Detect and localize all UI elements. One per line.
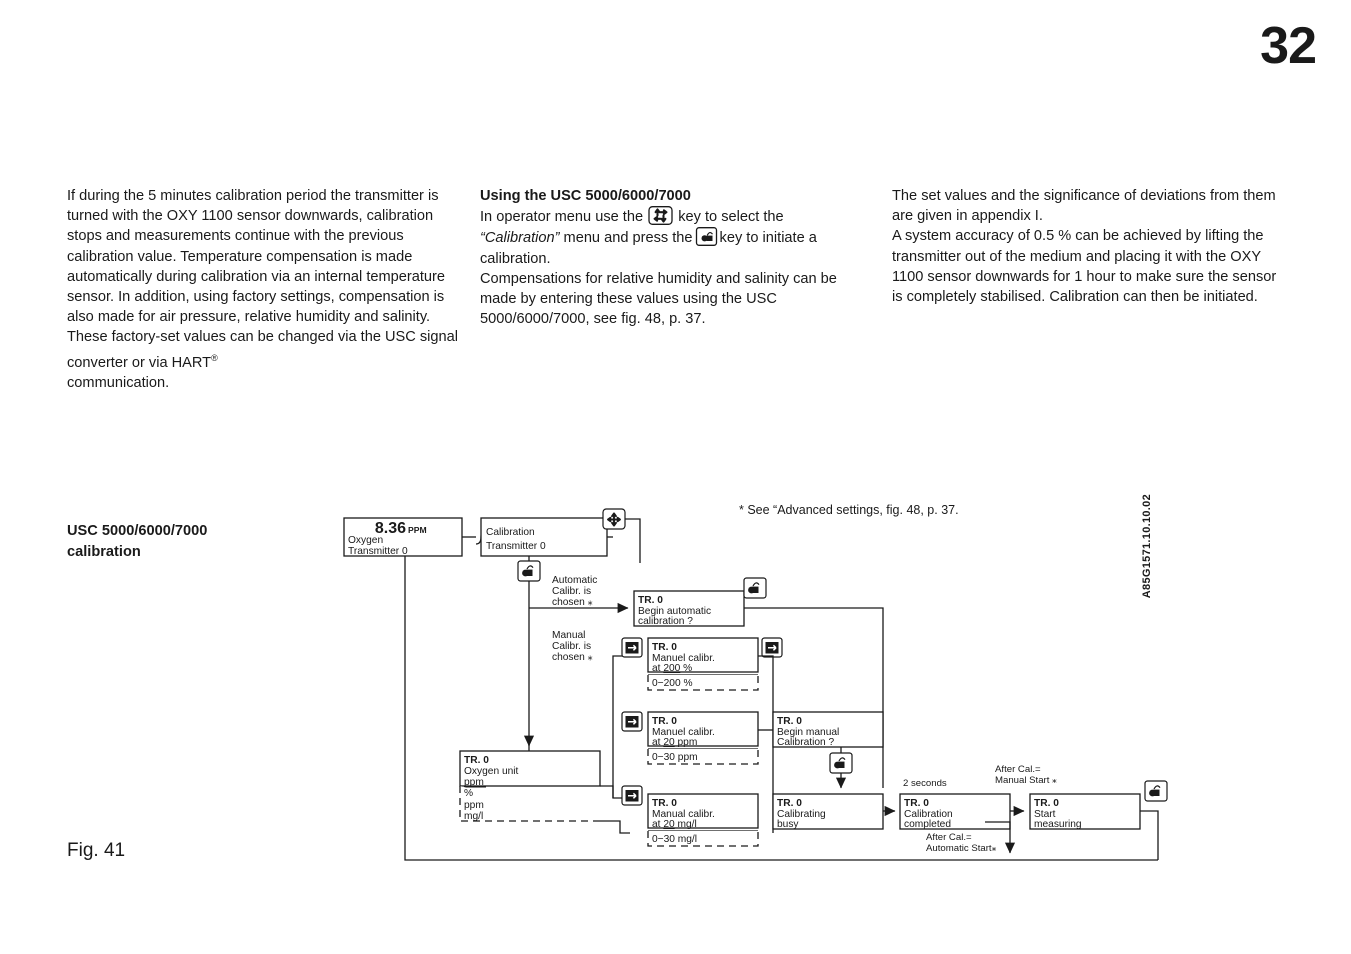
after-cal-auto-1: After Cal.= [926, 832, 972, 843]
calibrating-line-2: busy [777, 819, 799, 830]
col2-heading: Using the USC 5000/6000/7000 [480, 188, 691, 204]
manual-20ppm-line-2: at 20 ppm [652, 737, 697, 748]
right-arrow-key-icon-1 [621, 637, 643, 658]
text-column-1: If during the 5 minutes calibration peri… [67, 186, 467, 393]
branch-auto-label-3: chosen ⁎ [552, 597, 593, 608]
branch-manual-label-3: chosen ⁎ [552, 652, 593, 663]
right-arrow-key-icon-3 [621, 711, 643, 732]
text-column-2: Using the USC 5000/6000/7000 In operator… [480, 186, 872, 329]
col1-paragraph-end: communication. [67, 374, 170, 391]
col2-instruction-line-2: “Calibration” menu and press the key to … [480, 227, 872, 248]
enter-key-icon-diagram-4 [1144, 780, 1168, 802]
begin-auto-line-1: Begin automatic [638, 606, 711, 617]
col2-instruction-line-3: calibration. [480, 250, 551, 267]
manual-20ppm-range: 0−30 ppm [652, 752, 698, 763]
figure-side-label-line-1: USC 5000/6000/7000 [67, 523, 208, 539]
manual-200-title: TR. 0 [652, 642, 677, 653]
oxygen-unit-option-1: % [464, 788, 473, 799]
calibration-display-line-1: Calibration [486, 527, 535, 538]
two-seconds-label: 2 seconds [903, 778, 947, 789]
begin-auto-line-2: calibration ? [638, 616, 693, 627]
completed-line-2: completed [904, 819, 951, 830]
col2-calibration-menu-name: “Calibration” [480, 230, 560, 247]
enter-key-icon-diagram-2 [743, 577, 767, 599]
manual-20mgl-range: 0−30 mg/l [652, 834, 697, 845]
begin-manual-line-1: Begin manual [777, 727, 839, 738]
after-cal-auto-2: Automatic Start⁎ [926, 843, 997, 854]
figure-side-label-line-2: calibration [67, 543, 141, 560]
enter-key-icon-diagram-3 [829, 752, 853, 774]
calibration-flow-diagram: 8.36 PPM Oxygen Transmitter 0 Calibratio… [330, 498, 1210, 878]
measure-value: 8.36 [375, 520, 406, 537]
oxygen-unit-title: TR. 0 [464, 755, 489, 766]
start-measuring-line-1: Start [1034, 809, 1056, 820]
registered-mark: ® [211, 352, 218, 363]
measure-line-2: Oxygen [348, 535, 383, 546]
page-number: 32 [1260, 17, 1317, 75]
branch-auto-label-2: Calibr. is [552, 586, 591, 597]
calibrating-line-1: Calibrating [777, 809, 826, 820]
four-arrow-navigation-key-icon [648, 206, 673, 226]
after-cal-manual-2: Manual Start ⁎ [995, 775, 1057, 786]
begin-manual-title: TR. 0 [777, 716, 802, 727]
oxygen-unit-option-2: ppm [464, 800, 484, 811]
branch-manual-label-1: Manual [552, 630, 585, 641]
manual-20ppm-line-1: Manuel calibr. [652, 727, 715, 738]
oxygen-unit-selected: ppm [464, 777, 484, 788]
begin-manual-line-2: Calibration ? [777, 737, 835, 748]
col2-line2-b: menu and press the [563, 230, 693, 247]
text-column-3: The set values and the significance of d… [892, 186, 1282, 307]
measure-unit: PPM [408, 525, 427, 535]
oxygen-unit-line-1: Oxygen unit [464, 766, 519, 777]
right-arrow-key-icon-4 [621, 785, 643, 806]
manual-20mgl-title: TR. 0 [652, 798, 677, 809]
col2-paragraph-2: Compensations for relative humidity and … [480, 270, 837, 328]
figure-caption: Fig. 41 [67, 840, 126, 861]
oxygen-unit-option-3: mg/l [464, 811, 483, 822]
col3-paragraph-1: The set values and the significance of d… [892, 188, 1276, 225]
manual-200-range: 0−200 % [652, 678, 693, 689]
branch-manual-label-2: Calibr. is [552, 641, 591, 652]
after-cal-manual-1: After Cal.= [995, 764, 1041, 775]
col2-line1-b: key to select the [678, 209, 784, 226]
measure-line-3: Transmitter 0 [348, 546, 408, 557]
completed-line-1: Calibration [904, 809, 953, 820]
right-arrow-key-icon-2 [761, 637, 783, 658]
calibrating-title: TR. 0 [777, 798, 802, 809]
manual-200-line-2: at 200 % [652, 663, 692, 674]
manual-20ppm-title: TR. 0 [652, 716, 677, 727]
col2-line1-a: In operator menu use the [480, 209, 644, 226]
enter-ok-key-icon [694, 227, 719, 247]
col2-instruction-line-1: In operator menu use the key to select t… [480, 206, 872, 227]
col1-paragraph-text: If during the 5 minutes calibration peri… [67, 188, 459, 371]
col3-paragraph-2: A system accuracy of 0.5 % can be achiev… [892, 228, 1277, 306]
start-measuring-line-2: measuring [1034, 819, 1082, 830]
manual-20mgl-line-1: Manual calibr. [652, 809, 715, 820]
enter-key-icon-diagram-1 [517, 560, 541, 582]
start-measuring-title: TR. 0 [1034, 798, 1059, 809]
branch-auto-label-1: Automatic [552, 575, 597, 586]
figure-side-label: USC 5000/6000/7000 calibration [67, 521, 207, 562]
nav-key-icon-diagram [602, 508, 626, 530]
manual-20mgl-line-2: at 20 mg/l [652, 819, 697, 830]
col2-line2-c: key to initiate a [719, 230, 817, 247]
calibration-display-line-2: Transmitter 0 [486, 541, 546, 552]
completed-title: TR. 0 [904, 798, 929, 809]
begin-auto-title: TR. 0 [638, 595, 663, 606]
manual-200-line-1: Manuel calibr. [652, 653, 715, 664]
col1-paragraph: If during the 5 minutes calibration peri… [67, 186, 467, 393]
figure-footnote: * See “Advanced settings, fig. 48, p. 37… [739, 503, 959, 517]
